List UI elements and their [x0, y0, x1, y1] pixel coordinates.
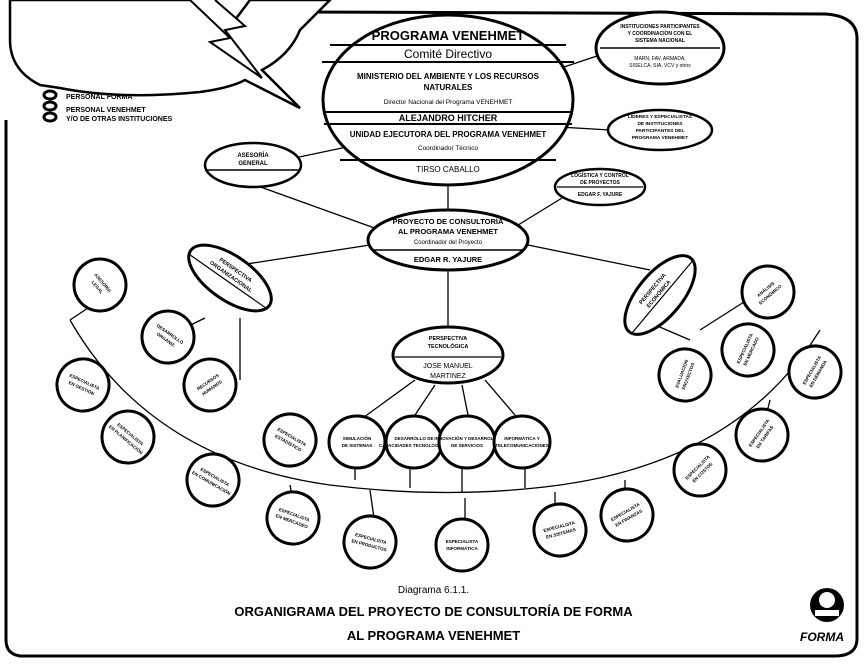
tech-line3: JOSE MANUEL [423, 363, 473, 370]
specialist-label-2: INFORMÁTICA [446, 545, 478, 551]
tech-child-label-1: DESARROLLO DE [394, 436, 433, 441]
right-persp-node: PERSPECTIVA ECONÓMICA [623, 254, 697, 336]
tech-child-label-1: INNOVACIÓN Y DESARROLLO [434, 434, 500, 441]
top-line6: ALEJANDRO HITCHER [399, 113, 498, 123]
logistics-line1: LOGÍSTICA Y CONTROL [571, 171, 629, 179]
top-line3: MINISTERIO DEL AMBIENTE Y LOS RECURSOS [357, 72, 540, 81]
project-line4: EDGAR R. YAJURE [414, 255, 482, 264]
top-line2: Comité Directivo [404, 47, 492, 61]
tech-child-node: INNOVACIÓN Y DESARROLLO DE SERVICIOS [434, 414, 500, 470]
tech-child-node: SIMULACIÓN DE SISTEMAS [327, 414, 387, 470]
top-line1: PROGRAMA VENEHMET [372, 28, 525, 43]
tech-child-label-2: TELECOMUNICACIONES [495, 443, 549, 448]
liaison-line1: LIDERES Y ESPECIALISTAS [628, 114, 693, 120]
liaison-node: LIDERES Y ESPECIALISTAS DE INSTITUCIONES… [606, 108, 714, 152]
specialist-label-1: ESPECIALISTA [446, 539, 479, 544]
logistics-line2: DE PROYECTOS [580, 180, 620, 186]
forma-logo-text: FORMA [800, 630, 844, 644]
top-line9: TIRSO CABALLO [416, 165, 480, 174]
advisory-node: ASESORÍA GENERAL [203, 141, 303, 189]
tech-child-label-2: DE SERVICIOS [451, 443, 483, 448]
project-line2: AL PROGRAMA VENEHMET [398, 227, 498, 236]
legend-line3: Y/O DE OTRAS INSTITUCIONES [66, 116, 173, 123]
top-line8: Coordinador Técnico [418, 145, 479, 152]
tech-line4: MARTINEZ [430, 373, 466, 380]
top-node: PROGRAMA VENEHMET Comité Directivo MINIS… [321, 13, 575, 187]
top-line7: UNIDAD EJECUTORA DEL PROGRAMA VENEHMET [350, 130, 547, 139]
inst-line5: SISELCA, SIA, VCV y otros [629, 63, 691, 69]
advisory-line2: GENERAL [238, 161, 268, 167]
diagram-title-line2: AL PROGRAMA VENEHMET [346, 628, 521, 643]
speech-bubble [8, 0, 332, 110]
legend-bullet-2 [42, 100, 58, 112]
liaison-line2: DE INSTITUCIONES [637, 121, 683, 127]
project-line1: PROYECTO DE CONSULTORÍA [393, 217, 504, 226]
inst-line1: INSTITUCIONES PARTICIPANTES [620, 24, 700, 30]
frame-border [4, 10, 859, 658]
logistics-node: LOGÍSTICA Y CONTROL DE PROYECTOS EDGAR F… [553, 167, 647, 207]
institutions-node: INSTITUCIONES PARTICIPANTES Y COORDINACI… [594, 10, 726, 86]
inst-line2: Y COORDINACION CON EL [628, 31, 693, 37]
top-line4: NATURALES [424, 83, 473, 92]
tech-child-nodes: SIMULACIÓN DE SISTEMAS DESARROLLO DECAPACI… [327, 414, 552, 470]
tech-node: PERSPECTIVA TECNOLÓGICA JOSE MANUEL MART… [391, 325, 505, 385]
inst-line4: MARN, FAV, ARMADA, [634, 56, 685, 62]
legend-line1: PERSONAL FORMA [66, 94, 133, 101]
liaison-line3: PARTICIPANTES DEL [636, 128, 685, 134]
legend-bullet-1 [42, 89, 58, 101]
legend-bullet-3 [42, 111, 58, 123]
project-line3: Coordinador del Proyecto [414, 240, 483, 246]
tech-line2: TECNOLÓGICA [428, 342, 469, 350]
legend: PERSONAL FORMA PERSONAL VENEHMET Y/O DE … [66, 93, 206, 124]
inst-line3: SISTEMA NACIONAL [635, 38, 685, 44]
logistics-line3: EDGAR F. YAJURE [578, 192, 623, 198]
tech-child-label-1: INFORMÁTICA Y [504, 435, 540, 441]
project-node: PROYECTO DE CONSULTORÍA AL PROGRAMA VENE… [366, 208, 530, 272]
tech-child-label-1: SIMULACIÓN [343, 434, 372, 441]
advisory-line1: ASESORÍA [237, 151, 269, 159]
diagram-number: Diagrama 6.1.1. [397, 585, 470, 596]
diagram-title-line1: ORGANIGRAMA DEL PROYECTO DE CONSULTORÍA … [234, 604, 633, 619]
tech-line1: PERSPECTIVA [429, 336, 467, 342]
lightning-icon [189, 0, 263, 79]
top-line5: Director Nacional del Programa VENEHMET [384, 99, 513, 106]
forma-logo-icon [810, 588, 844, 622]
liaison-line4: PROGRAMA VENEHMET [632, 135, 688, 141]
tech-child-node: INFORMÁTICA Y TELECOMUNICACIONES [492, 414, 552, 470]
legend-line2: PERSONAL VENEHMET [66, 107, 146, 114]
tech-child-label-2: CAPACIDADES TECNOLÓGICAS [379, 441, 449, 448]
left-persp-node: PERSPECTIVA ORGANIZACIONAL [187, 243, 273, 313]
tech-child-label-2: DE SISTEMAS [342, 443, 373, 448]
